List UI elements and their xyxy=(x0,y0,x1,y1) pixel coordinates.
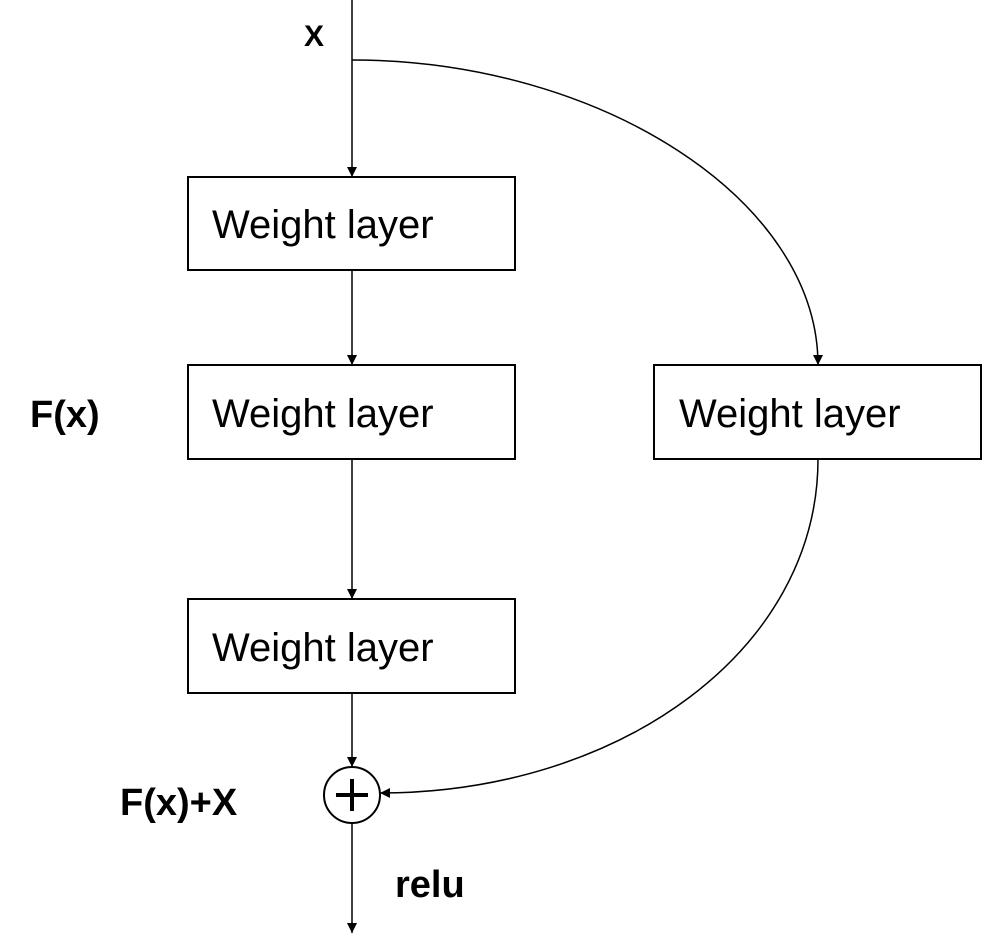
weight-layer-3-label: Weight layer xyxy=(212,626,434,670)
fx-label: F(x) xyxy=(30,394,100,436)
weight-layer-2-label: Weight layer xyxy=(212,392,434,436)
activation-label: relu xyxy=(395,864,465,906)
input-label: X xyxy=(304,20,324,53)
weight-layer-2: Weight layer xyxy=(187,364,516,460)
weight-layer-1: Weight layer xyxy=(187,176,516,271)
edge-shortcut-to-sum xyxy=(379,458,819,798)
sum-label: F(x)+X xyxy=(120,782,238,824)
weight-layer-1-label: Weight layer xyxy=(212,203,434,247)
plus-circle-icon xyxy=(323,766,381,824)
weight-layer-shortcut-label: Weight layer xyxy=(679,392,901,436)
edge-input-to-shortcut xyxy=(351,59,823,366)
weight-layer-shortcut: Weight layer xyxy=(653,364,982,460)
weight-layer-3: Weight layer xyxy=(187,598,516,694)
